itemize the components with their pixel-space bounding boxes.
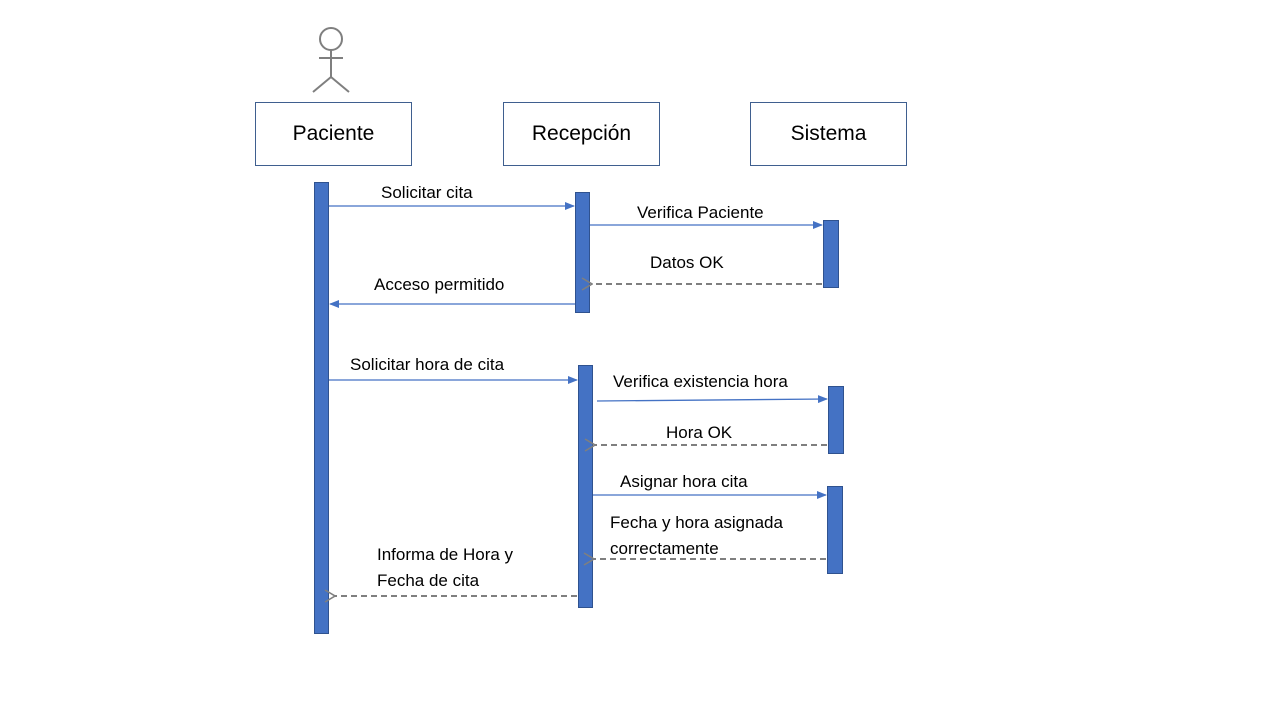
participant-label: Paciente [292,122,375,145]
participant-recepcion: Recepción [503,102,660,166]
label-informa-1: Informa de Hora y [377,545,514,564]
label-solicitar-hora: Solicitar hora de cita [350,355,505,374]
participant-sistema: Sistema [750,102,907,166]
label-acceso-permitido: Acceso permitido [374,275,505,294]
participant-label: Sistema [790,122,867,145]
activation-sistema-3 [827,486,843,574]
label-verifica-existencia: Verifica existencia hora [613,372,788,391]
label-datos-ok: Datos OK [650,253,724,272]
label-fecha-asignada-1: Fecha y hora asignada [610,513,783,532]
activation-sistema-2 [828,386,844,454]
participant-label: Recepción [531,122,632,145]
label-informa-2: Fecha de cita [377,571,480,590]
activation-paciente [314,182,329,634]
activation-sistema-1 [823,220,839,288]
label-asignar-hora: Asignar hora cita [620,472,748,491]
label-hora-ok: Hora OK [666,423,733,442]
label-fecha-asignada-2: correctamente [610,539,719,558]
label-verifica-paciente: Verifica Paciente [637,203,764,222]
arrow-verifica-existencia [596,395,828,404]
participant-paciente: Paciente [255,102,412,166]
label-solicitar-cita: Solicitar cita [381,183,473,202]
actor-icon [312,27,350,93]
activation-recepcion-2 [578,365,593,608]
